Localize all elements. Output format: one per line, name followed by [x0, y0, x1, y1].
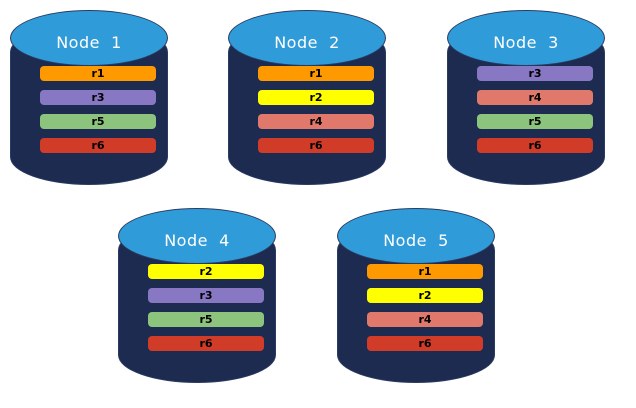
replica-stack: r3 r4 r5 r6 — [477, 66, 593, 153]
replica-bar[interactable]: r3 — [477, 66, 593, 81]
node-cylinder-1[interactable]: Node 1 r1 r3 r5 r6 — [10, 10, 168, 185]
replica-bar[interactable]: r5 — [148, 312, 264, 327]
cylinder-top-ellipse — [337, 208, 495, 264]
replica-stack: r1 r2 r4 r6 — [367, 264, 483, 351]
node-cylinder-4[interactable]: Node 4 r2 r3 r5 r6 — [118, 208, 276, 383]
node-label: Node 5 — [383, 230, 449, 250]
replica-bar[interactable]: r3 — [148, 288, 264, 303]
replica-bar[interactable]: r5 — [40, 114, 156, 129]
cylinder-top-ellipse — [447, 10, 605, 66]
replica-stack: r2 r3 r5 r6 — [148, 264, 264, 351]
cylinder-top-ellipse — [10, 10, 168, 66]
replica-bar[interactable]: r5 — [477, 114, 593, 129]
replica-bar[interactable]: r6 — [258, 138, 374, 153]
node-label: Node 4 — [164, 230, 230, 250]
cylinder-top-ellipse — [118, 208, 276, 264]
replica-bar[interactable]: r6 — [367, 336, 483, 351]
replica-bar[interactable]: r6 — [477, 138, 593, 153]
replica-bar[interactable]: r6 — [148, 336, 264, 351]
replica-bar[interactable]: r4 — [367, 312, 483, 327]
node-label: Node 1 — [56, 32, 122, 52]
replica-bar[interactable]: r2 — [148, 264, 264, 279]
node-cylinder-2[interactable]: Node 2 r1 r2 r4 r6 — [228, 10, 386, 185]
node-label: Node 2 — [274, 32, 340, 52]
replica-bar[interactable]: r2 — [367, 288, 483, 303]
node-cylinder-3[interactable]: Node 3 r3 r4 r5 r6 — [447, 10, 605, 185]
replica-stack: r1 r3 r5 r6 — [40, 66, 156, 153]
replica-bar[interactable]: r1 — [258, 66, 374, 81]
replica-bar[interactable]: r3 — [40, 90, 156, 105]
replica-stack: r1 r2 r4 r6 — [258, 66, 374, 153]
replica-bar[interactable]: r6 — [40, 138, 156, 153]
replica-bar[interactable]: r2 — [258, 90, 374, 105]
replica-bar[interactable]: r4 — [477, 90, 593, 105]
replica-bar[interactable]: r1 — [367, 264, 483, 279]
replica-bar[interactable]: r1 — [40, 66, 156, 81]
node-cylinder-5[interactable]: Node 5 r1 r2 r4 r6 — [337, 208, 495, 383]
replica-bar[interactable]: r4 — [258, 114, 374, 129]
cylinder-top-ellipse — [228, 10, 386, 66]
node-label: Node 3 — [493, 32, 559, 52]
